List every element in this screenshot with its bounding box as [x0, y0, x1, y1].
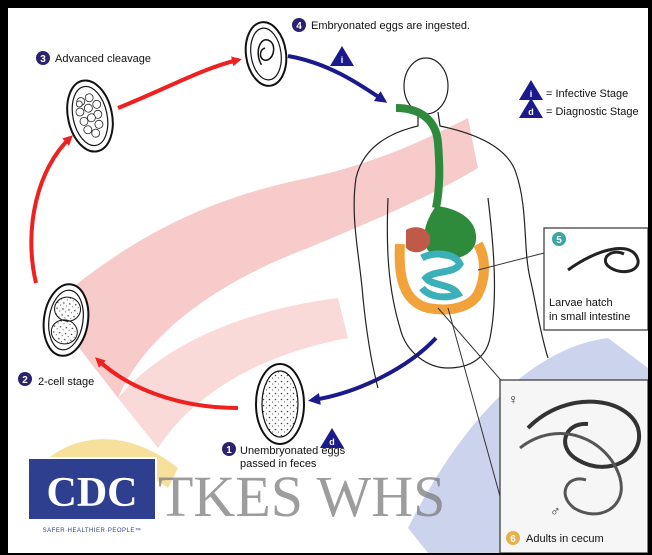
- stage-4-label: Embryonated eggs are ingested.: [311, 20, 470, 32]
- infective-marker-letter: i: [341, 55, 344, 65]
- stage-2-badge: 2: [18, 372, 32, 386]
- cdc-logo-letters: CDC: [47, 470, 138, 516]
- stage-5-label-line1: Larvae hatch: [549, 297, 613, 309]
- stage-3-badge: 3: [36, 51, 50, 65]
- stage-5-label-line2: in small intestine: [549, 311, 630, 323]
- stage-3-number: 3: [40, 54, 46, 65]
- female-symbol: ♀: [508, 391, 519, 407]
- infective-marker: i: [330, 46, 354, 66]
- egg-embryonated-illustration: [242, 20, 291, 89]
- cdc-logo-tagline: SAFER·HEALTHIER·PEOPLE™: [43, 527, 142, 534]
- diagnostic-marker: d: [320, 428, 344, 448]
- stage-6-badge: 6: [506, 531, 520, 545]
- legend: i = Infective Stage d = Diagnostic Stage: [519, 80, 639, 118]
- stage-5-number: 5: [556, 235, 562, 246]
- cdc-logo: CDC SAFER·HEALTHIER·PEOPLE™: [28, 458, 156, 534]
- watermark-text: TKES WHS: [158, 464, 445, 529]
- legend-infective-symbol: i: [530, 89, 533, 99]
- arrow-s2-to-s3: [31, 138, 70, 283]
- stage-2-label: 2-cell stage: [38, 376, 94, 388]
- legend-infective-text: = Infective Stage: [546, 88, 628, 100]
- legend-diagnostic-symbol: d: [528, 107, 534, 117]
- arrow-s3-to-s4: [118, 60, 238, 108]
- stage-5-badge: 5: [552, 232, 566, 246]
- egg-unembryonated-illustration: [256, 364, 304, 444]
- stage-1-badge: 1: [222, 442, 236, 456]
- stage-6-number: 6: [510, 534, 516, 545]
- diagram-canvas: CDC SAFER·HEALTHIER·PEOPLE™ TKES WHS 4 E…: [8, 8, 648, 553]
- egg-advanced-cleavage-illustration: [61, 76, 119, 156]
- lifecycle-diagram: CDC SAFER·HEALTHIER·PEOPLE™ TKES WHS 4 E…: [8, 8, 648, 553]
- stage-2-number: 2: [22, 375, 28, 386]
- diagnostic-marker-letter: d: [329, 437, 335, 447]
- male-symbol: ♂: [550, 503, 561, 519]
- stage-4-badge: 4: [292, 18, 306, 32]
- stage-6-label: Adults in cecum: [526, 533, 604, 545]
- legend-infective-icon: i: [519, 80, 543, 100]
- stage-3-label: Advanced cleavage: [55, 53, 151, 65]
- arrow-excretion: [313, 338, 436, 400]
- stage-1-label-line2: passed in feces: [240, 458, 317, 470]
- stage-4-number: 4: [296, 21, 302, 32]
- legend-diagnostic-icon: d: [519, 98, 543, 118]
- stage-1-number: 1: [226, 445, 232, 456]
- legend-diagnostic-text: = Diagnostic Stage: [546, 106, 639, 118]
